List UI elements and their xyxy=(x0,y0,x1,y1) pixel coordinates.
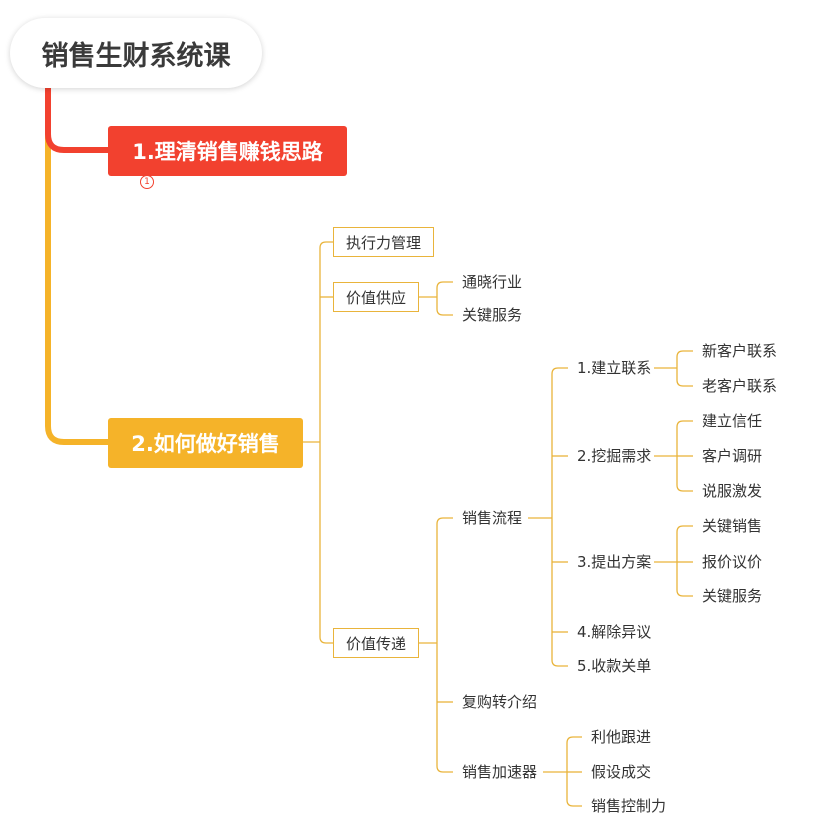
connector-propose-plan-trunk xyxy=(676,525,693,597)
subtopic-assume-close[interactable]: 假设成交 xyxy=(591,763,652,781)
subtopic-build-trust[interactable]: 建立信任 xyxy=(702,412,763,430)
connector-establish-contact-trunk xyxy=(676,350,693,387)
subtopic-sales-accelerator[interactable]: 销售加速器 xyxy=(462,763,538,781)
subtopic-execution-management-label: 执行力管理 xyxy=(345,233,421,252)
subtopic-execution-management[interactable]: 执行力管理 xyxy=(333,227,434,257)
subtopic-value-supply-label: 价值供应 xyxy=(345,288,406,307)
subtopic-value-supply[interactable]: 价值供应 xyxy=(333,282,419,312)
subtopic-old-customer-contact[interactable]: 老客户联系 xyxy=(702,377,778,395)
subtopic-key-sales[interactable]: 关键销售 xyxy=(702,517,763,535)
subtopic-persuade-motivate[interactable]: 说服激发 xyxy=(702,482,763,500)
subtopic-value-delivery[interactable]: 价值传递 xyxy=(333,628,419,658)
subtopic-value-delivery-label: 价值传递 xyxy=(345,634,406,653)
central-topic[interactable]: 销售生财系统课 xyxy=(10,18,262,88)
main-topic-2[interactable]: 2.如何做好销售 xyxy=(108,418,303,468)
subtopic-repurchase-referral[interactable]: 复购转介绍 xyxy=(462,693,538,711)
main-topic-2-label: 2.如何做好销售 xyxy=(131,432,280,456)
connector-value-delivery-trunk xyxy=(436,517,453,773)
main-topic-1-label: 1.理清销售赚钱思路 xyxy=(132,140,323,164)
collapsed-count-badge[interactable]: 1 xyxy=(140,175,154,189)
subtopic-altruistic-follow-up[interactable]: 利他跟进 xyxy=(591,728,652,746)
subtopic-handle-objections[interactable]: 4.解除异议 xyxy=(577,623,652,641)
subtopic-sales-control[interactable]: 销售控制力 xyxy=(591,797,667,815)
subtopic-propose-plan[interactable]: 3.提出方案 xyxy=(577,553,652,571)
connector-sales-process-trunk xyxy=(551,367,568,667)
subtopic-establish-contact[interactable]: 1.建立联系 xyxy=(577,359,652,377)
subtopic-sales-process[interactable]: 销售流程 xyxy=(462,509,523,527)
connector-main-topic-2 xyxy=(45,77,111,445)
subtopic-industry-knowledge[interactable]: 通晓行业 xyxy=(462,273,523,291)
subtopic-quote-negotiate[interactable]: 报价议价 xyxy=(702,553,763,571)
subtopic-key-service-2[interactable]: 关键服务 xyxy=(702,587,763,605)
connector-value-supply-trunk xyxy=(436,281,453,316)
subtopic-dig-needs[interactable]: 2.挖掘需求 xyxy=(577,447,652,465)
connector-main-topic-1 xyxy=(45,77,111,153)
central-topic-label: 销售生财系统课 xyxy=(41,40,231,72)
subtopic-close-deal[interactable]: 5.收款关单 xyxy=(577,657,652,675)
subtopic-new-customer-contact[interactable]: 新客户联系 xyxy=(702,342,778,360)
connector-topic2-trunk xyxy=(319,241,333,644)
main-topic-1[interactable]: 1.理清销售赚钱思路 xyxy=(108,126,347,176)
subtopic-key-service[interactable]: 关键服务 xyxy=(462,306,523,324)
subtopic-customer-research[interactable]: 客户调研 xyxy=(702,447,763,465)
